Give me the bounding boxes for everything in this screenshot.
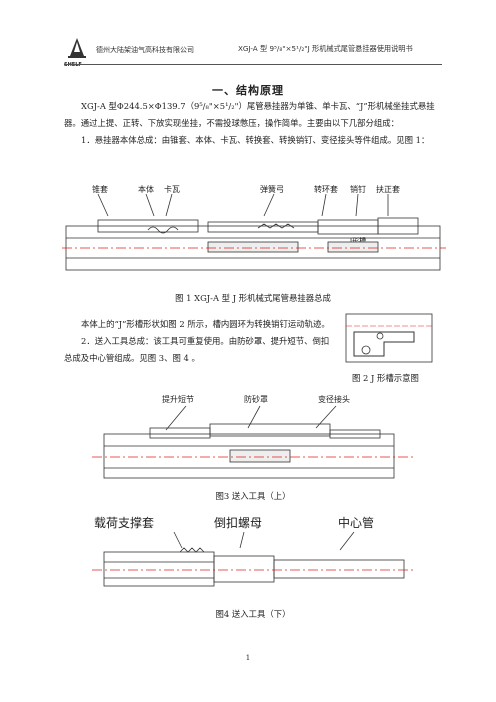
fig1-drawing	[62, 193, 446, 271]
fig2-jslot-drawing	[345, 313, 433, 363]
fig1-label-centralizer: 扶正套	[376, 185, 400, 194]
figure-3: 提升短节 防砂罩 变径接头	[90, 394, 420, 484]
fig4-caption: 图4 送入工具（下）	[215, 609, 291, 619]
figure-4: 载荷支撑套 倒扣螺母 中心管	[90, 514, 420, 600]
company-name: 德州大陆架油气高科技有限公司	[96, 46, 194, 54]
item-1-paragraph: 1．悬挂器本体总成：由锥套、本体、卡瓦、转换套、转换销钉、变径接头等件组成。见图…	[81, 135, 430, 145]
fig1-caption: 图 1 XGJ-A 型 J 形机械式尾管悬挂器总成	[175, 293, 331, 303]
fig3-label-reducer: 变径接头	[318, 395, 350, 404]
body-block-2: 本体上的“J”形槽形状如图 2 所示，槽内圆环为转换销钉运动轨迹。 2．送入工具…	[64, 316, 332, 367]
header-rule	[64, 64, 442, 65]
fig1-label-pin: 销钉	[350, 185, 366, 194]
company-logo	[68, 38, 86, 58]
fig1-label-jslot: J形槽	[350, 237, 367, 245]
fig1-label-cone: 锥套	[92, 185, 108, 194]
fig1-label-spring: 弹簧弓	[260, 185, 284, 194]
page-number: 1	[245, 654, 251, 662]
jslot-paragraph: 本体上的“J”形槽形状如图 2 所示，槽内圆环为转换销钉运动轨迹。	[81, 319, 330, 329]
fig4-drawing	[92, 531, 414, 587]
intro-paragraph: XGJ-A 型Φ244.5×Φ139.7（9⁵/₈"×5¹/₂"）尾管悬挂器为单…	[64, 101, 435, 128]
fig1-label-swivel: 转环套	[314, 185, 338, 194]
fig4-label-load-sleeve: 载荷支撑套	[94, 516, 155, 530]
logo-text: SHELF	[64, 62, 82, 68]
fig4-label-backoff-nut: 倒扣螺母	[214, 516, 263, 530]
item-2-paragraph: 2．送入工具总成：该工具可重复使用。由防砂罩、提升短节、倒扣总成及中心管组成。见…	[64, 336, 330, 363]
fig1-label-slip: 卡瓦	[164, 185, 180, 194]
fig1-label-body: 本体	[138, 185, 154, 194]
figure-1: 锥套 本体 卡瓦 弹簧弓 转环套 销钉 扶正套 J形槽	[58, 180, 448, 280]
fig3-label-sand-cover: 防砂罩	[244, 395, 268, 404]
fig3-drawing	[92, 405, 414, 479]
fig3-caption: 图3 送入工具（上）	[215, 491, 291, 501]
fig3-label-lift-sub: 提升短节	[162, 395, 194, 404]
document-title: XGJ-A 型 9⁵/₈"×5¹/₂"J 形机械式尾管悬挂器使用说明书	[238, 44, 413, 53]
fig4-label-center-pipe: 中心管	[338, 516, 375, 530]
intro-block: XGJ-A 型Φ244.5×Φ139.7（9⁵/₈"×5¹/₂"）尾管悬挂器为单…	[64, 98, 442, 149]
fig2-caption: 图 2 J 形槽示意图	[352, 373, 419, 383]
section-title: 一、结构原理	[212, 84, 284, 97]
